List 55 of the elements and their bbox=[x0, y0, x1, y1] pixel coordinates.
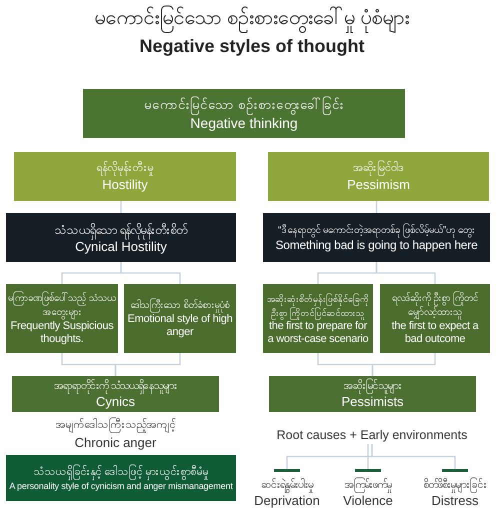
caption-text: Chronic anger bbox=[74, 435, 158, 451]
connector-line bbox=[114, 353, 181, 376]
trait-box bbox=[6, 284, 118, 353]
english-text: Cynics bbox=[96, 394, 135, 410]
category-box bbox=[268, 152, 489, 201]
outcome-box bbox=[269, 376, 476, 412]
title-text: မကောင်းမြင်သော စဉ်းစားတွေးခေါ်မှု ပုံစံများ bbox=[0, 3, 504, 33]
outcome-box bbox=[12, 376, 219, 412]
burmese-text: အဆိုးမြင်ဝါဒ bbox=[353, 160, 404, 177]
english-text: Violence bbox=[343, 493, 393, 509]
trait-box bbox=[263, 284, 373, 353]
heading-box bbox=[83, 89, 405, 138]
english-text: Deprivation bbox=[254, 493, 320, 509]
burmese-text: ရလဒ်ဆိုးကို ဦးစွာ ကြိုတင်မျှော်လင့်ထားသူ bbox=[390, 292, 480, 320]
connector-line bbox=[120, 201, 122, 213]
english-text: Frequently Suspicious thoughts. bbox=[10, 320, 114, 346]
english-text: Emotional style of high anger bbox=[126, 312, 234, 338]
burmese-text: အဆိုးဆုံးစိတ်မှန်းဖြစ်နိုင်ခြေကို ဦးစွာ ကြိုတင်ပြင်ဆင်ထားသူ bbox=[265, 292, 371, 320]
connector-line bbox=[371, 444, 456, 469]
burmese-text: ရန်လိုမုန်းတီးမှု bbox=[96, 160, 154, 177]
english-text: Negative thinking bbox=[190, 115, 298, 132]
connector-line bbox=[372, 353, 436, 376]
burmese-text: ဆင်းရဲနွမ်းပါးမှု bbox=[261, 477, 313, 493]
concept-box bbox=[263, 213, 490, 262]
connector-line bbox=[376, 262, 436, 284]
burmese-text: သံသယရှိခြင်းနှင့် ဒေါသဖြင့် မှားယွင်းစွာစီမံမှု bbox=[33, 464, 209, 481]
english-text: Cynical Hostility bbox=[75, 238, 167, 254]
burmese-text: အဆိုးမြင်သူများ bbox=[344, 378, 402, 394]
english-text: Pessimists bbox=[341, 394, 404, 410]
summary-box bbox=[6, 455, 236, 501]
subtitle-text: Negative styles of thought bbox=[138, 35, 366, 58]
english-text: Pessimism bbox=[347, 177, 410, 193]
connector-line bbox=[367, 444, 369, 469]
connector-line bbox=[120, 262, 181, 284]
connector-line bbox=[376, 201, 378, 213]
burmese-text: သံသယရှိသော ရန်လိုမုန်းတီးစိတ် bbox=[54, 220, 188, 238]
trait-box bbox=[380, 284, 490, 353]
concept-box bbox=[6, 213, 236, 262]
burmese-text: မကြာခဏဖြစ်ပေါ်သည့် သံသယအတွေးများ bbox=[8, 292, 116, 320]
english-text: Something bad is going to happen here bbox=[275, 238, 478, 252]
english-text: A personality style of cynicism and anger mismanagement bbox=[9, 481, 233, 492]
english-text: the first to prepare for a worst-case scenario bbox=[266, 320, 370, 346]
caption-text: အမျက်ဒေါသကြီးသည့်အကျင့် bbox=[54, 416, 176, 435]
heading-text: Root causes + Early environments bbox=[274, 426, 470, 444]
burmese-text: စိတ်ဖိစီးမှုများခြင်း bbox=[424, 477, 486, 493]
burmese-text: အကြမ်းဖက်မှု bbox=[344, 477, 392, 493]
english-text: the first to expect a bad outcome bbox=[390, 320, 480, 346]
category-box bbox=[14, 152, 236, 201]
burmese-text: ဒေါသကြီးသော စိတ်ခံစားမှုပုံစံ bbox=[130, 298, 230, 312]
english-text: Hostility bbox=[102, 177, 148, 193]
trait-box bbox=[124, 284, 236, 353]
english-text: Distress bbox=[432, 493, 478, 509]
burmese-text: အရာရာတိုင်းကို သံသယရှိနေသူများ bbox=[54, 378, 177, 394]
burmese-text: မကောင်းမြင်သော စဉ်းစားတွေးခေါ်ခြင်း bbox=[144, 95, 344, 115]
burmese-text: “ဒီနေရာတွင် မကောင်းတဲ့အရာတစ်ခု ဖြစ်လိမ့်မယ်”ဟု တွေး bbox=[278, 223, 475, 238]
